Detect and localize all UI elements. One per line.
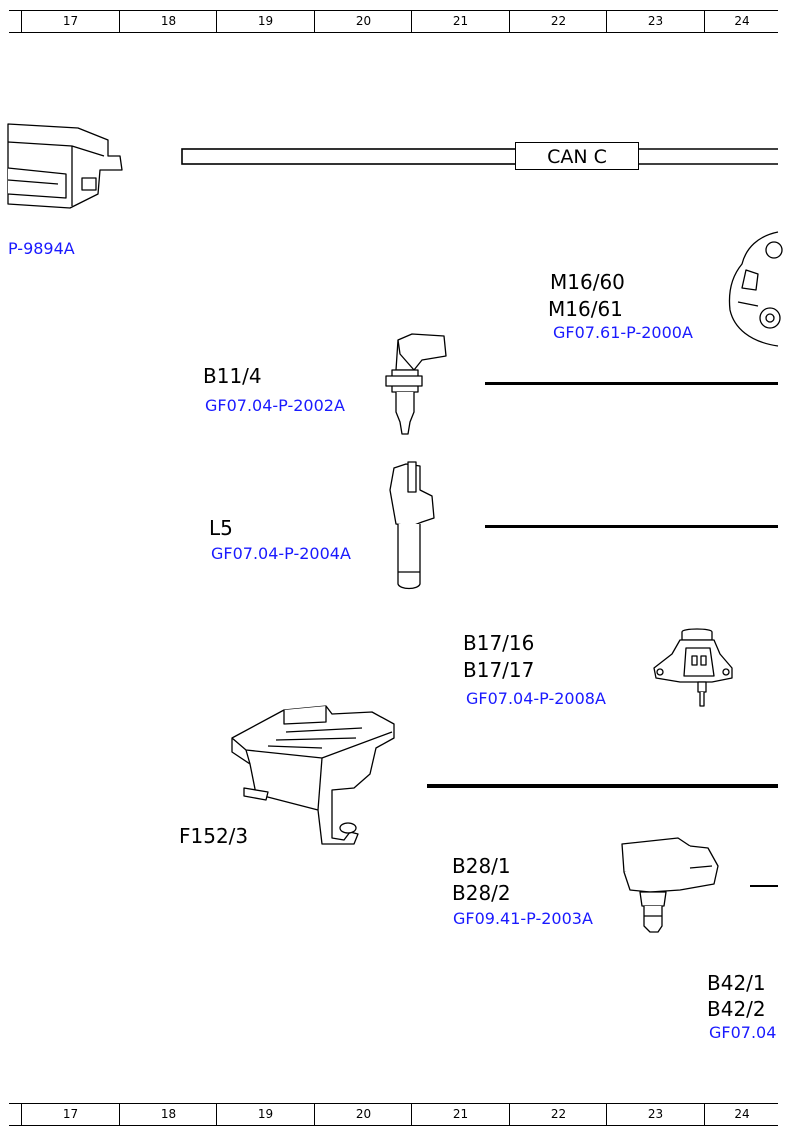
wire bbox=[750, 885, 778, 887]
ruler-cell: 19 bbox=[216, 11, 314, 32]
control-module-drawing bbox=[231, 705, 395, 845]
ruler-cell: 22 bbox=[509, 11, 607, 32]
ruler-cell: 21 bbox=[411, 1104, 509, 1125]
component-code: F152/3 bbox=[179, 824, 249, 848]
ruler-cell: 22 bbox=[509, 1104, 607, 1125]
pressure-sensor-drawing bbox=[653, 628, 733, 707]
ruler-cell: 17 bbox=[21, 11, 119, 32]
position-sensor-drawing bbox=[389, 461, 435, 590]
component-code: B17/17 bbox=[463, 658, 535, 682]
ruler-cell: 18 bbox=[119, 11, 217, 32]
boost-sensor-drawing bbox=[621, 837, 719, 933]
wire bbox=[485, 382, 778, 385]
component-ref[interactable]: GF07.04-P-2008A bbox=[466, 689, 606, 708]
component-code: L5 bbox=[209, 516, 233, 540]
can-bus-label: CAN C bbox=[515, 142, 639, 170]
component-code: B42/2 bbox=[707, 997, 766, 1021]
component-ref[interactable]: P-9894A bbox=[8, 239, 75, 258]
temp-sensor-drawing bbox=[385, 333, 447, 435]
component-ref[interactable]: GF07.04-P-2004A bbox=[211, 544, 351, 563]
component-ref[interactable]: GF07.04-P-2002A bbox=[205, 396, 345, 415]
component-code: B17/16 bbox=[463, 631, 535, 655]
component-code: B28/1 bbox=[452, 854, 511, 878]
can-bus-line bbox=[181, 148, 778, 165]
fan-motor-drawing bbox=[728, 231, 783, 347]
column-ruler-top: 17 18 19 20 21 22 23 24 bbox=[9, 10, 778, 33]
component-code: B28/2 bbox=[452, 881, 511, 905]
control-unit-left-drawing bbox=[7, 123, 123, 209]
ruler-cell: 24 bbox=[704, 11, 779, 32]
component-ref[interactable]: GF07.61-P-2000A bbox=[553, 323, 693, 342]
ruler-cell: 18 bbox=[119, 1104, 217, 1125]
component-ref[interactable]: GF07.04 bbox=[709, 1023, 777, 1042]
ruler-cell: 20 bbox=[314, 1104, 412, 1125]
component-code: B42/1 bbox=[707, 971, 766, 995]
ruler-cell: 20 bbox=[314, 11, 412, 32]
wire bbox=[427, 784, 778, 788]
component-code: M16/61 bbox=[548, 297, 623, 321]
component-ref[interactable]: GF09.41-P-2003A bbox=[453, 909, 593, 928]
column-ruler-bottom: 17 18 19 20 21 22 23 24 bbox=[9, 1103, 778, 1126]
wire bbox=[485, 525, 778, 528]
component-code: M16/60 bbox=[550, 270, 625, 294]
ruler-cell: 21 bbox=[411, 11, 509, 32]
ruler-cell: 23 bbox=[606, 11, 704, 32]
ruler-cell: 23 bbox=[606, 1104, 704, 1125]
ruler-cell: 24 bbox=[704, 1104, 779, 1125]
ruler-cell: 17 bbox=[21, 1104, 119, 1125]
ruler-cell: 19 bbox=[216, 1104, 314, 1125]
component-code: B11/4 bbox=[203, 364, 262, 388]
